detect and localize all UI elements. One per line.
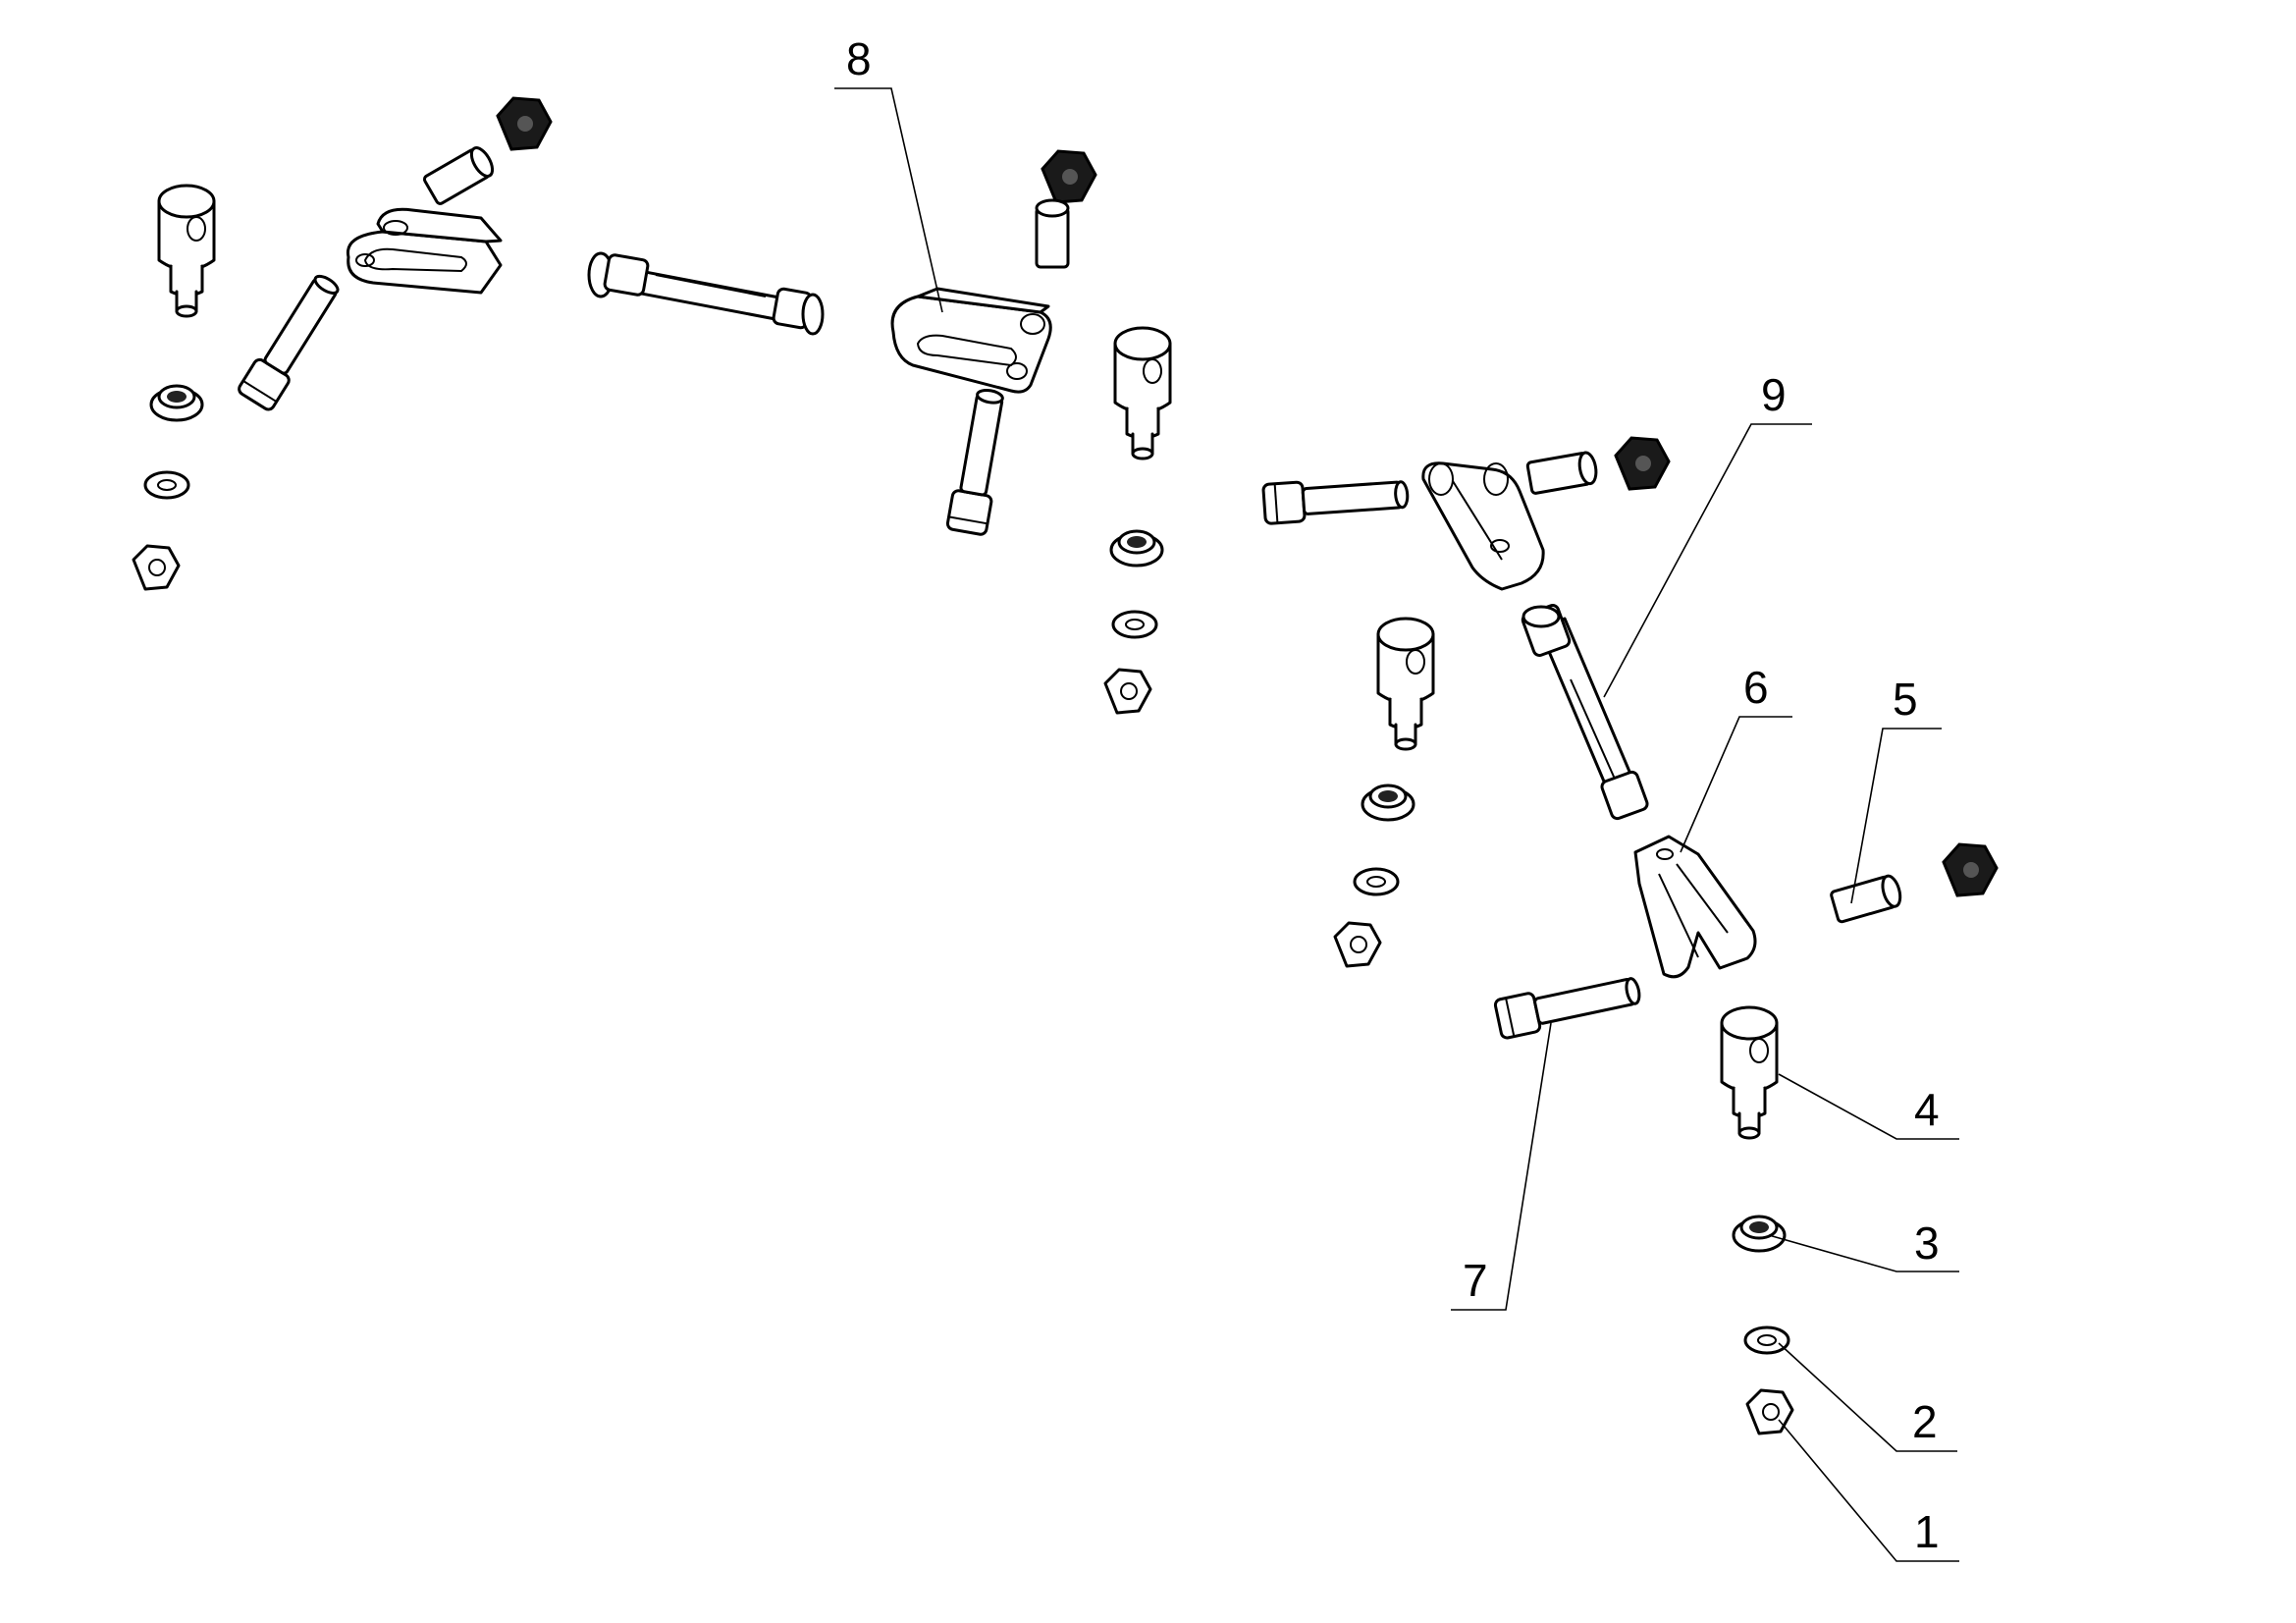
part-2-washer	[1743, 1325, 1790, 1355]
callout-2: 2	[1912, 1396, 1938, 1447]
part-6-fork	[1633, 835, 1757, 979]
top-rod	[587, 251, 825, 336]
callout-3: 3	[1914, 1217, 1940, 1269]
upper-left-bushing	[149, 384, 204, 422]
center-screw	[944, 385, 1012, 537]
center-nut	[1103, 668, 1152, 715]
mid-fork	[1421, 461, 1545, 591]
upper-left-darknut	[496, 96, 553, 151]
callout-8: 8	[846, 33, 872, 84]
part-5-darknut	[1942, 842, 1999, 897]
part-7-screw	[1492, 969, 1644, 1041]
center-sleeve	[1035, 198, 1070, 269]
mid-screw	[1261, 472, 1411, 525]
upper-left-sleeve	[421, 142, 499, 207]
upper-left-washer	[143, 470, 190, 500]
callout-1: 1	[1914, 1506, 1940, 1557]
left-washer	[1353, 867, 1400, 896]
callout-9: 9	[1761, 369, 1787, 420]
center-fork	[890, 287, 1052, 394]
mid-sleeve	[1525, 450, 1600, 496]
upper-left-screw	[235, 267, 348, 413]
angled-rod	[1521, 604, 1649, 821]
center-stud	[1113, 326, 1172, 460]
center-darknut	[1041, 149, 1097, 204]
leader-lines	[834, 87, 1959, 1562]
left-stud	[1376, 617, 1435, 751]
callout-5: 5	[1893, 674, 1918, 725]
upper-left-stud	[157, 184, 216, 318]
part-4-stud	[1720, 1005, 1779, 1140]
center-washer	[1111, 610, 1158, 639]
callout-4: 4	[1914, 1084, 1940, 1135]
callout-7: 7	[1463, 1255, 1488, 1306]
upper-left-fork	[346, 207, 503, 295]
left-nut	[1333, 921, 1382, 968]
callout-6: 6	[1743, 662, 1769, 713]
part-3-bushing	[1732, 1215, 1787, 1253]
mid-darknut	[1614, 436, 1671, 491]
part-5-sleeve	[1829, 872, 1905, 925]
upper-left-nut	[132, 544, 181, 591]
center-bushing	[1109, 529, 1164, 568]
left-bushing	[1361, 784, 1415, 822]
